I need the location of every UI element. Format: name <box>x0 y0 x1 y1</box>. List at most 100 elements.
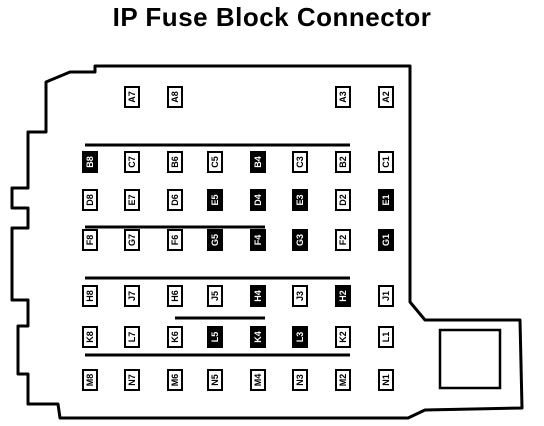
cavity-box <box>124 326 140 348</box>
cavity-box <box>250 326 266 348</box>
cavity-box <box>250 151 266 173</box>
cavity-box <box>207 189 223 211</box>
cavity-k4: K4 <box>250 326 266 348</box>
cavity-n7: N7 <box>124 369 140 391</box>
cavity-box <box>167 86 183 108</box>
cavity-n5: N5 <box>207 369 223 391</box>
cavity-h6: H6 <box>167 285 183 307</box>
cavity-box <box>207 229 223 251</box>
cavity-label: C1 <box>381 156 391 168</box>
connector-window <box>438 328 502 390</box>
cavity-f6: F6 <box>167 229 183 251</box>
cavity-b2: B2 <box>335 151 351 173</box>
cavity-g1: G1 <box>378 229 394 251</box>
cavity-d2: D2 <box>335 189 351 211</box>
cavity-box <box>335 189 351 211</box>
cavity-label: J5 <box>210 291 220 301</box>
cavity-label: J7 <box>127 291 137 301</box>
cavity-g7: G7 <box>124 229 140 251</box>
cavity-a8: A8 <box>167 86 183 108</box>
cavity-box <box>82 326 98 348</box>
cavity-label: D2 <box>338 194 348 206</box>
cavity-label: J3 <box>295 291 305 301</box>
cavity-box <box>335 369 351 391</box>
cavity-label: M6 <box>170 374 180 387</box>
cavity-g3: G3 <box>292 229 308 251</box>
cavity-box <box>250 229 266 251</box>
cavity-f8: F8 <box>82 229 98 251</box>
cavity-j1: J1 <box>378 285 394 307</box>
cavity-label: L1 <box>381 332 391 343</box>
cavity-label: K2 <box>338 331 348 343</box>
cavity-label: A8 <box>170 91 180 103</box>
cavity-label: M8 <box>85 374 95 387</box>
cavity-m4: M4 <box>250 369 266 391</box>
cavity-e5: E5 <box>207 189 223 211</box>
cavity-e1: E1 <box>378 189 394 211</box>
cavity-box <box>335 229 351 251</box>
cavity-label: B6 <box>170 156 180 168</box>
cavity-n1: N1 <box>378 369 394 391</box>
cavity-j3: J3 <box>292 285 308 307</box>
cavity-label: A2 <box>381 91 391 103</box>
cavity-d4: D4 <box>250 189 266 211</box>
cavity-label: K8 <box>85 331 95 343</box>
cavity-h2: H2 <box>335 285 351 307</box>
cavity-box <box>124 151 140 173</box>
cavity-d6: D6 <box>167 189 183 211</box>
cavity-box <box>250 285 266 307</box>
connector-outline <box>10 64 524 420</box>
cavity-e7: E7 <box>124 189 140 211</box>
cavity-label: F8 <box>85 235 95 246</box>
cavity-box <box>207 285 223 307</box>
cavity-m2: M2 <box>335 369 351 391</box>
cavity-m6: M6 <box>167 369 183 391</box>
cavity-label: F4 <box>253 235 263 246</box>
cavity-j5: J5 <box>207 285 223 307</box>
cavity-box <box>250 189 266 211</box>
cavity-label: M4 <box>253 374 263 387</box>
cavity-k8: K8 <box>82 326 98 348</box>
cavity-box <box>335 285 351 307</box>
cavity-box <box>292 151 308 173</box>
cavity-label: J1 <box>381 291 391 301</box>
cavity-box <box>378 86 394 108</box>
cavity-box <box>82 229 98 251</box>
cavity-label: H4 <box>253 290 263 302</box>
cavity-label: L7 <box>127 332 137 343</box>
cavity-e3: E3 <box>292 189 308 211</box>
cavity-label: G3 <box>295 234 305 246</box>
cavity-c3: C3 <box>292 151 308 173</box>
cavity-box <box>207 151 223 173</box>
cavity-box <box>167 229 183 251</box>
cavity-label: E1 <box>381 194 391 205</box>
cavity-label: N5 <box>210 374 220 386</box>
cavity-a3: A3 <box>335 86 351 108</box>
cavity-box <box>167 326 183 348</box>
cavity-box <box>167 285 183 307</box>
cavity-c7: C7 <box>124 151 140 173</box>
cavity-box <box>207 369 223 391</box>
cavity-b8: B8 <box>82 151 98 173</box>
row-divider-bars <box>85 143 350 357</box>
cavity-label: N1 <box>381 374 391 386</box>
cavity-f4: F4 <box>250 229 266 251</box>
cavity-box <box>82 151 98 173</box>
cavity-a7: A7 <box>124 86 140 108</box>
cavity-f2: F2 <box>335 229 351 251</box>
cavity-b6: B6 <box>167 151 183 173</box>
cavity-label: M2 <box>338 374 348 387</box>
cavity-box <box>124 189 140 211</box>
cavity-label: C3 <box>295 156 305 168</box>
cavity-box <box>378 285 394 307</box>
cavity-box <box>378 189 394 211</box>
cavity-g5: G5 <box>207 229 223 251</box>
cavity-box <box>378 229 394 251</box>
cavity-label: B8 <box>85 156 95 168</box>
cavity-label: N7 <box>127 374 137 386</box>
cavity-label: N3 <box>295 374 305 386</box>
cavity-label: F6 <box>170 235 180 246</box>
cavity-label: H8 <box>85 290 95 302</box>
cavity-label: C7 <box>127 156 137 168</box>
